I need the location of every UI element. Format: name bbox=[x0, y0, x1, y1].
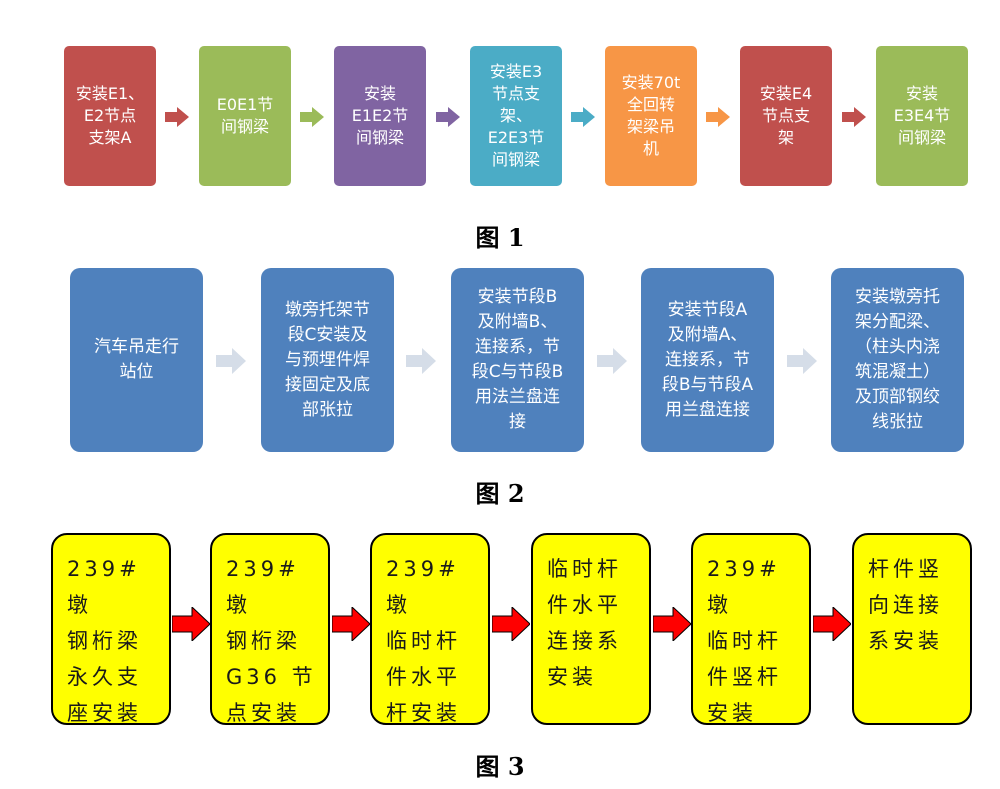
fig2-arrow-2-icon bbox=[406, 348, 436, 374]
fig1-step-4: 安装E3 节点支 架、 E2E3节 间钢梁 bbox=[470, 46, 562, 186]
fig2-step-1-text: 汽车吊走行 站位 bbox=[94, 337, 179, 382]
fig2-step-2: 墩旁托架节 段C安装及 与预埋件焊 接固定及底 部张拉 bbox=[261, 268, 394, 452]
fig2-step-1: 汽车吊走行 站位 bbox=[70, 268, 203, 452]
fig2-step-3-text: 安装节段B 及附墙B、 连接系，节 段C与节段B 用法兰盘连 接 bbox=[471, 287, 564, 432]
fig1-step-5: 安装70t 全回转 架梁吊 机 bbox=[605, 46, 697, 186]
fig3-step-1: 239# 墩 钢桁梁 永久支 座安装 bbox=[51, 533, 171, 725]
fig1-arrow-2-icon bbox=[300, 107, 324, 127]
fig3-step-4: 临时杆 件水平 连接系 安装 bbox=[531, 533, 651, 725]
fig3-arrow-2-icon bbox=[332, 607, 370, 641]
fig1-step-3-text: 安装 E1E2节 间钢梁 bbox=[351, 84, 409, 147]
fig1-step-6-text: 安装E4 节点支 架 bbox=[759, 84, 813, 147]
fig3-arrow-1-icon bbox=[172, 607, 210, 641]
figure-3-caption: 图 3 bbox=[475, 752, 525, 781]
fig3-arrow-3-icon bbox=[492, 607, 530, 641]
fig2-arrow-3-icon bbox=[597, 348, 627, 374]
fig3-arrow-4-icon bbox=[653, 607, 691, 641]
fig1-step-7: 安装 E3E4节 间钢梁 bbox=[876, 46, 968, 186]
fig1-arrow-4-icon bbox=[571, 107, 595, 127]
fig2-step-3: 安装节段B 及附墙B、 连接系，节 段C与节段B 用法兰盘连 接 bbox=[451, 268, 584, 452]
fig3-step-4-text: 临时杆 件水平 连接系 安装 bbox=[547, 557, 622, 689]
fig2-step-5-text: 安装墩旁托 架分配梁、 （柱头内浇 筑混凝土） 及顶部钢绞 线张拉 bbox=[855, 287, 940, 432]
fig2-arrow-1-icon bbox=[216, 348, 246, 374]
fig3-step-5: 239# 墩 临时杆 件竖杆 安装 bbox=[691, 533, 811, 725]
fig3-step-2-text: 239# 墩 钢桁梁 G36 节 点安装 bbox=[226, 557, 317, 725]
fig1-arrow-3-icon bbox=[436, 107, 460, 127]
fig1-step-5-text: 安装70t 全回转 架梁吊 机 bbox=[621, 73, 681, 158]
fig3-step-3: 239# 墩 临时杆 件水平 杆安装 bbox=[370, 533, 490, 725]
fig1-arrow-5-icon bbox=[706, 107, 730, 127]
fig1-step-2: E0E1节 间钢梁 bbox=[199, 46, 291, 186]
fig2-arrow-4-icon bbox=[787, 348, 817, 374]
fig2-step-4: 安装节段A 及附墙A、 连接系，节 段B与节段A 用兰盘连接 bbox=[641, 268, 774, 452]
fig1-step-2-text: E0E1节 间钢梁 bbox=[216, 95, 274, 136]
fig1-step-3: 安装 E1E2节 间钢梁 bbox=[334, 46, 426, 186]
figure-1-caption: 图 1 bbox=[475, 223, 525, 252]
fig1-step-4-text: 安装E3 节点支 架、 E2E3节 间钢梁 bbox=[487, 62, 545, 169]
fig2-step-2-text: 墩旁托架节 段C安装及 与预埋件焊 接固定及底 部张拉 bbox=[285, 299, 370, 420]
fig3-arrow-5-icon bbox=[813, 607, 851, 641]
fig3-step-2: 239# 墩 钢桁梁 G36 节 点安装 bbox=[210, 533, 330, 725]
fig1-arrow-1-icon bbox=[165, 107, 189, 127]
figure-2-caption: 图 2 bbox=[475, 479, 525, 508]
fig1-step-7-text: 安装 E3E4节 间钢梁 bbox=[893, 84, 951, 147]
fig1-step-1-text: 安装E1、 E2节点 支架A bbox=[75, 84, 145, 147]
fig1-step-1: 安装E1、 E2节点 支架A bbox=[64, 46, 156, 186]
fig1-arrow-6-icon bbox=[842, 107, 866, 127]
fig2-step-4-text: 安装节段A 及附墙A、 连接系，节 段B与节段A 用兰盘连接 bbox=[661, 299, 754, 420]
fig3-step-3-text: 239# 墩 临时杆 件水平 杆安装 bbox=[386, 557, 461, 725]
fig1-step-6: 安装E4 节点支 架 bbox=[740, 46, 832, 186]
fig3-step-6-text: 杆件竖 向连接 系安装 bbox=[868, 557, 943, 653]
fig3-step-1-text: 239# 墩 钢桁梁 永久支 座安装 bbox=[67, 557, 142, 725]
fig2-step-5: 安装墩旁托 架分配梁、 （柱头内浇 筑混凝土） 及顶部钢绞 线张拉 bbox=[831, 268, 964, 452]
fig3-step-5-text: 239# 墩 临时杆 件竖杆 安装 bbox=[707, 557, 782, 725]
fig3-step-6: 杆件竖 向连接 系安装 bbox=[852, 533, 972, 725]
